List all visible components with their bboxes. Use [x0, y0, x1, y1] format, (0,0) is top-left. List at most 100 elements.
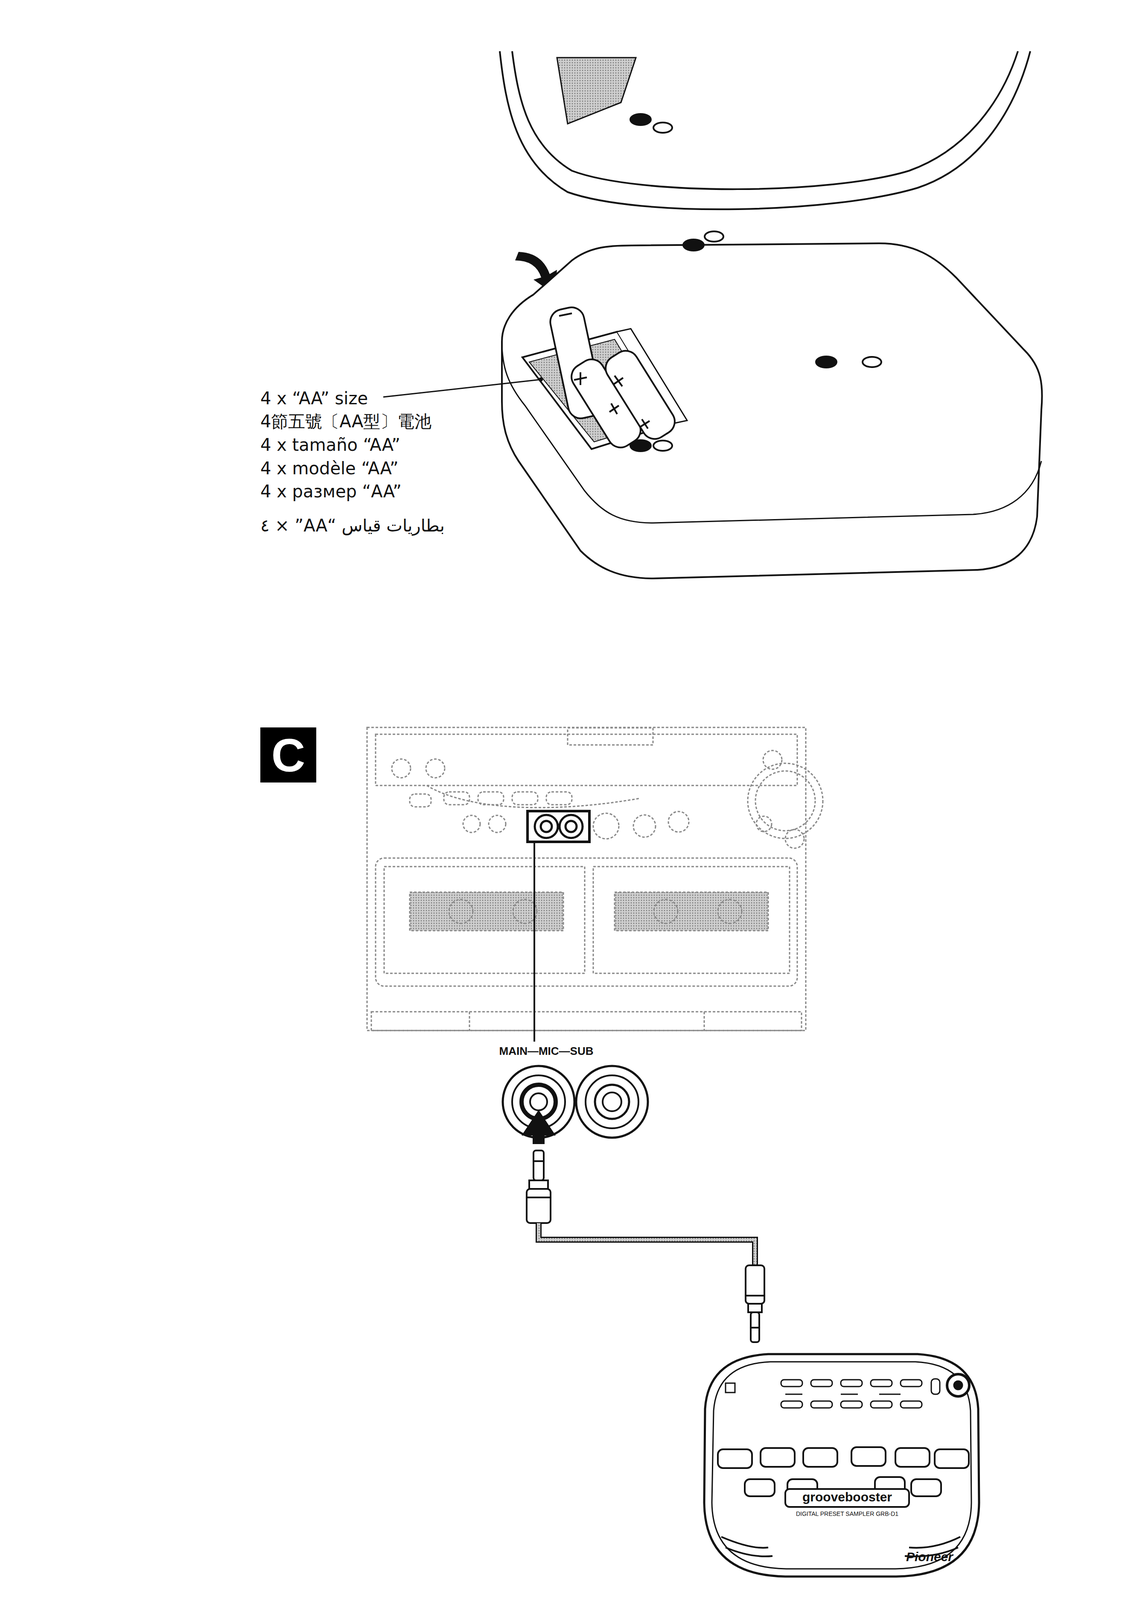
battery-label: 4 x tamaño “AA” [260, 434, 401, 455]
plug-part [529, 1180, 549, 1189]
sampler-device-part [725, 1373, 970, 1408]
jack-part [576, 1065, 648, 1138]
section-letter: C [271, 731, 306, 779]
battery [548, 305, 680, 453]
stereo-unit-part [478, 791, 504, 805]
device-base-part [653, 440, 673, 451]
stereo-unit-part [513, 899, 537, 924]
sampler-device-part [711, 1361, 972, 1569]
leader-line [383, 379, 541, 397]
plug-part [533, 1150, 544, 1181]
battery-part-part [559, 313, 572, 316]
stereo-unit-part [633, 814, 656, 837]
battery-part-part [613, 375, 624, 387]
sampler-device-part-part [900, 1379, 922, 1387]
sampler-device-part-part [911, 1478, 942, 1496]
device-base-part [704, 231, 724, 242]
battery-part-part [640, 419, 650, 429]
battery-part-part [609, 403, 619, 414]
sampler-device-part-part [717, 1448, 753, 1468]
stereo-unit-part [703, 1011, 706, 1031]
stereo-unit-part [668, 811, 689, 832]
stereo-unit-part [448, 899, 473, 924]
sampler-device-part-part [760, 1447, 795, 1467]
battery-label: 4節五號〔AA型〕電池 [260, 411, 432, 432]
sampler-device-part-part [840, 1400, 863, 1408]
sampler-device [704, 1353, 980, 1577]
device-lid-part [499, 51, 1031, 210]
brand-logo: groovebooster [802, 1489, 892, 1505]
jack [502, 1065, 648, 1138]
sampler-device-part [704, 1353, 980, 1577]
sampler-device-part-part [934, 1448, 969, 1468]
jack-part [602, 1092, 622, 1111]
battery-label: بطاريات قياس “AA” × ٤ [260, 515, 445, 536]
stereo-unit-part [426, 785, 641, 808]
stereo-unit-part [614, 891, 769, 931]
stereo-unit-part [653, 899, 678, 924]
sampler-device-part-part [810, 1379, 833, 1387]
device-lid-part [653, 122, 673, 133]
battery-part [559, 313, 650, 429]
plug-part [745, 1294, 765, 1297]
leader-line [533, 841, 536, 1042]
battery-label: 4 x “AA” size [260, 388, 368, 409]
sampler-device-part-part [781, 1400, 803, 1408]
stereo-unit-part [391, 758, 411, 778]
sampler-device-part-part [840, 1379, 863, 1387]
mic-jacks-part [559, 814, 583, 838]
device-lid-part [556, 57, 636, 124]
stereo-unit-part [409, 793, 432, 807]
sampler-device-part-part [895, 1447, 930, 1467]
mic-jacks [527, 810, 590, 842]
stereo-unit-part [375, 857, 798, 986]
stereo-unit-part [785, 829, 805, 849]
sampler-device-part-part [725, 1382, 735, 1393]
battery-part-part [574, 372, 587, 385]
jack-part [530, 1093, 548, 1111]
cable [538, 1222, 755, 1266]
jack-label: MAIN—MIC—SUB [499, 1044, 594, 1058]
sampler-device-part-part [870, 1379, 892, 1387]
sampler-device-part-part [953, 1380, 963, 1390]
section-badge: C [260, 727, 317, 783]
stereo-unit-part [567, 727, 653, 745]
device-base-part [683, 239, 704, 251]
sampler-device-part-part [947, 1373, 970, 1397]
plug-part [745, 1265, 765, 1304]
battery-part [600, 346, 680, 444]
stereo-unit-part [593, 813, 619, 839]
stereo-unit-part [425, 758, 445, 778]
jack-part [585, 1075, 639, 1129]
stereo-unit-part [409, 891, 564, 931]
sampler-device-part-part [870, 1400, 892, 1408]
cable [538, 1222, 755, 1266]
mic-jacks-part [534, 814, 558, 838]
device-lid-part [512, 51, 1018, 190]
sampler-device-part-part [785, 1393, 901, 1395]
stereo-unit-part [717, 899, 742, 924]
battery-label: 4 x размер “AA” [260, 481, 402, 502]
sampler-device-part-part [781, 1379, 803, 1387]
jack-part [594, 1084, 630, 1119]
stereo-unit-part [463, 815, 481, 833]
stereo-unit-part [593, 866, 790, 974]
stereo-unit-part [763, 750, 782, 770]
stereo-unit-part [488, 815, 506, 833]
plug [745, 1265, 765, 1342]
plug-part [526, 1196, 551, 1199]
stereo-unit-part [384, 866, 585, 974]
plug-part [748, 1303, 762, 1312]
plug-part [526, 1188, 551, 1223]
sampler-device-part [785, 1488, 910, 1507]
sampler-device-part-part [851, 1446, 886, 1466]
device-base [501, 231, 1043, 579]
mic-jacks-part [540, 820, 552, 832]
brand-name: Pioneer [906, 1549, 954, 1565]
stereo-unit-part [469, 1011, 471, 1031]
sampler-device-part-part [900, 1400, 922, 1408]
